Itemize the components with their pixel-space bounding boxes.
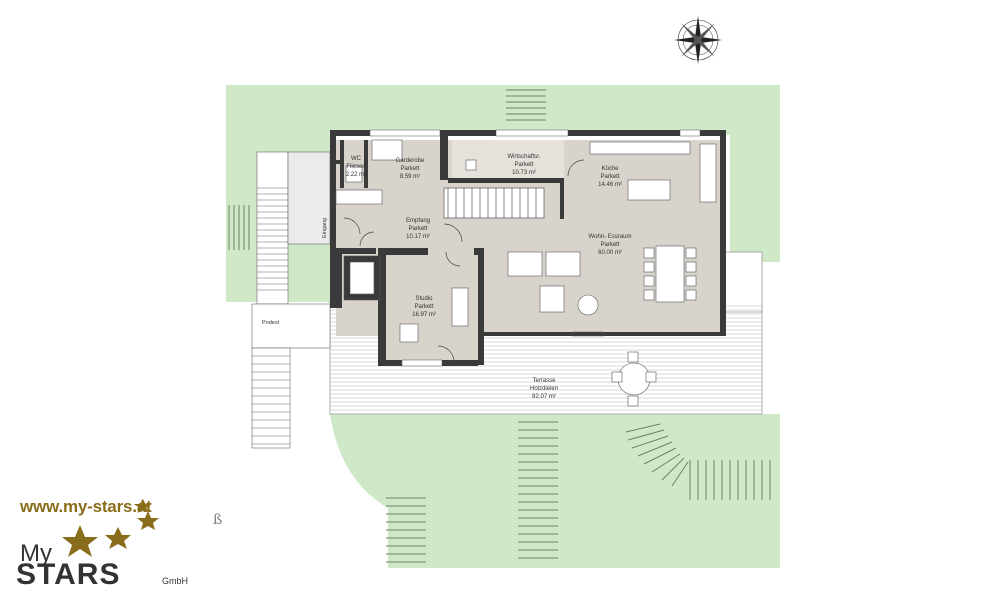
logo-url[interactable]: www.my-stars.at: [20, 497, 152, 516]
kueche-area: 14.46 m²: [598, 182, 622, 188]
logo-gmbh: GmbH: [162, 576, 189, 586]
wirtschaft-floor: Parkett: [514, 162, 533, 168]
interior-staircase: [443, 187, 545, 219]
terrasse-area: 82.07 m²: [532, 394, 556, 400]
terrasse-name: Terrasse: [532, 378, 556, 384]
wohn-floor: Parkett: [600, 242, 619, 248]
beta-mark: ß: [213, 512, 223, 528]
logo-my: My: [20, 540, 52, 567]
entrance-stairs: [251, 151, 331, 449]
furniture: [335, 139, 717, 407]
room-labels: WC Fliesen 2.22 m² Garderobe Parkett 8.5…: [262, 154, 631, 400]
kueche-floor: Parkett: [600, 174, 619, 180]
door-swings: [343, 159, 585, 363]
kueche-name: Küche: [601, 166, 619, 172]
windows: [369, 129, 701, 367]
empfang-area: 10.17 m²: [406, 234, 430, 240]
gold-stars-icon: [62, 498, 159, 557]
empfang-floor: Parkett: [408, 226, 427, 232]
wc-floor: Fliesen: [346, 164, 365, 170]
lawn-stripes-north: [228, 89, 546, 250]
wc-area: 2.22 m²: [346, 172, 366, 178]
garderobe-name: Garderobe: [396, 158, 425, 164]
wirtschaft-area: 10.73 m²: [512, 170, 536, 176]
garderobe-area: 8.59 m²: [400, 174, 420, 180]
wirtschaft-name: Wirtschaftsr.: [507, 154, 540, 160]
logo-stars-text: STARS: [16, 558, 121, 591]
wc-name: WC: [351, 156, 362, 162]
garderobe-floor: Parkett: [400, 166, 419, 172]
terrasse-floor: Holzdielen: [530, 386, 558, 392]
studio-floor: Parkett: [414, 304, 433, 310]
wohn-area: 60.00 m²: [598, 250, 622, 256]
wohn-name: Wohn- Essraum: [589, 234, 632, 240]
lawn-stripes-south: [386, 421, 771, 563]
empfang-name: Empfang: [406, 218, 430, 224]
compass-rose-icon: [674, 16, 722, 64]
lawn-south: [330, 414, 780, 568]
eingang-label: Eingang: [322, 218, 328, 238]
studio-area: 16.97 m²: [412, 312, 436, 318]
studio-name: Studio: [415, 296, 433, 302]
podest-label: Podest: [262, 320, 280, 326]
